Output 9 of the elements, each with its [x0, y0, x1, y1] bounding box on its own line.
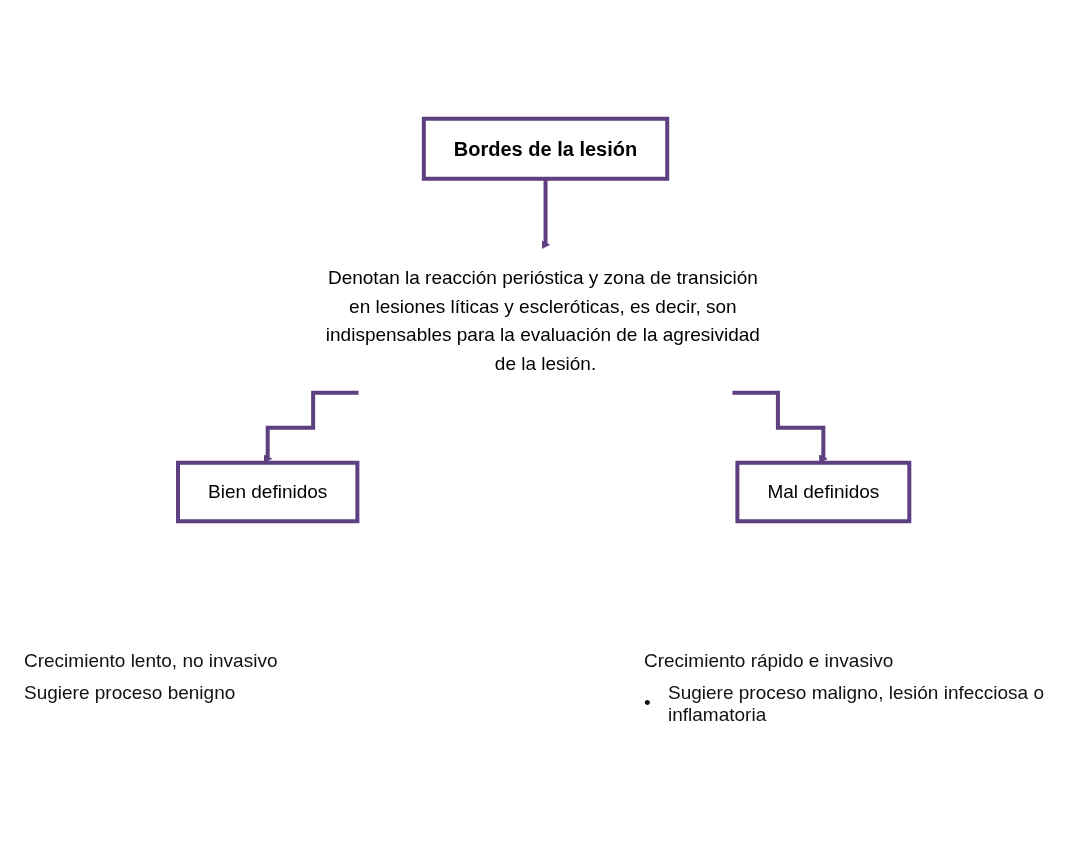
node-box: Bien definidos	[176, 460, 360, 524]
node-text: Denotan la reacción perióstica y zona de transición en lesiones líticas y escleróticas, es decir, son indispensables para la evaluación de la agresividad de la lesión.	[326, 266, 761, 374]
node-box: Bordes de la lesión	[422, 116, 670, 181]
note-text: Crecimiento lento, no invasivo	[24, 650, 279, 672]
note-text: Sugiere proceso benigno	[24, 682, 237, 704]
note-text: Crecimiento rápido e invasivo	[644, 650, 895, 672]
note-text: Sugiere proceso maligno, lesión infecciosa o inflamatoria	[668, 682, 1045, 726]
node-box: Mal definidos	[735, 460, 912, 524]
bullet-mark: •	[644, 692, 652, 714]
